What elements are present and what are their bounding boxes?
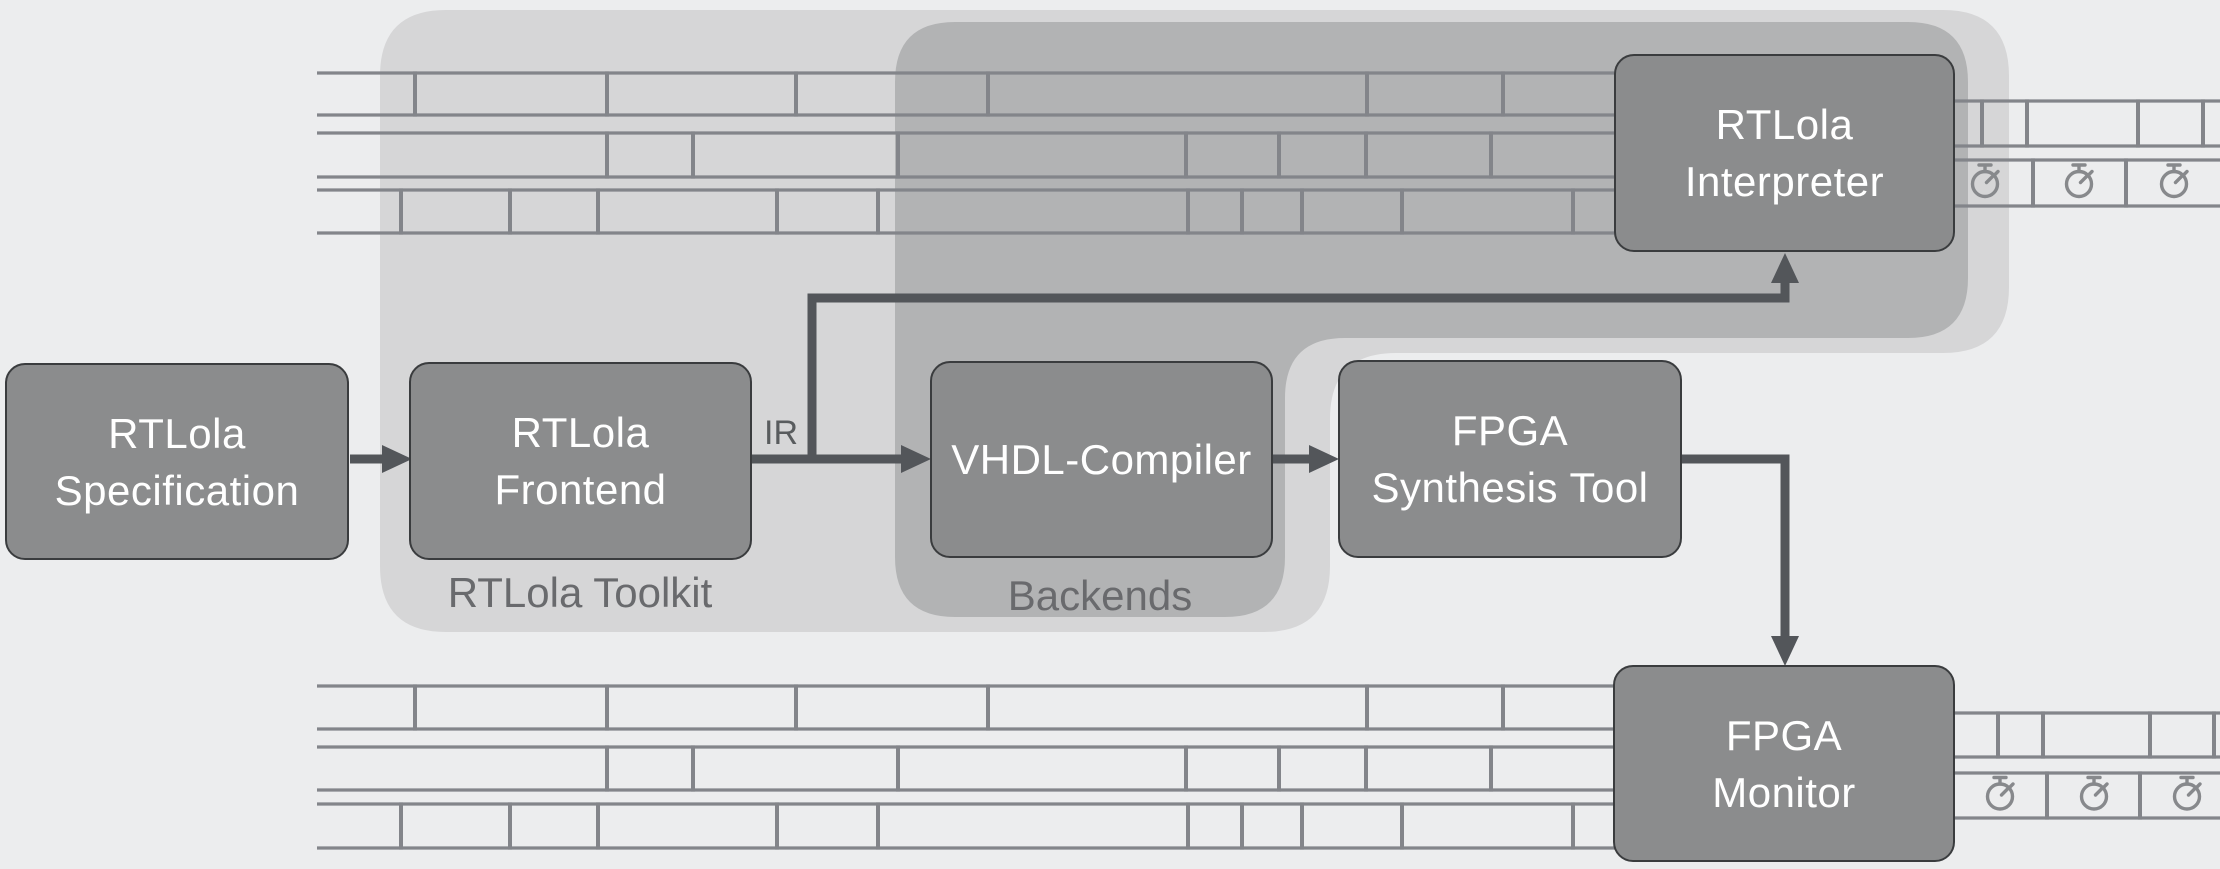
output-traces-top <box>1955 99 2220 208</box>
stopwatch-icon <box>2064 163 2094 199</box>
trace-row <box>317 71 1616 117</box>
node-label-line: VHDL-Compiler <box>951 436 1252 483</box>
edge-ir-to-interpreter <box>807 253 1799 463</box>
edge-vhdl-to-synthesis <box>1273 445 1339 473</box>
stopwatch-icon <box>2172 775 2202 811</box>
trace-row <box>317 802 1616 850</box>
node-rtlola-frontend: RTLola Frontend <box>409 362 752 560</box>
trace-row <box>1955 771 2220 820</box>
node-label-line: RTLola <box>1715 101 1854 148</box>
arrowhead <box>382 445 412 473</box>
trace-row <box>1955 99 2220 148</box>
node-label-line: Frontend <box>494 466 667 513</box>
rtlola-toolkit-label: RTLola Toolkit <box>447 569 713 616</box>
arrowhead <box>1771 636 1799 666</box>
ir-edge-label: IR <box>764 414 798 452</box>
node-label-line: Synthesis Tool <box>1371 464 1649 511</box>
node-rtlola-specification: RTLola Specification <box>5 363 349 560</box>
node-label-line: RTLola <box>511 409 650 456</box>
trace-row <box>317 131 1616 179</box>
input-traces-top <box>317 71 1616 235</box>
node-label-line: Interpreter <box>1684 158 1885 205</box>
output-traces-bottom <box>1955 711 2220 820</box>
stopwatch-icon <box>2079 775 2109 811</box>
trace-row <box>1955 711 2220 759</box>
arrowhead <box>901 445 931 473</box>
trace-row <box>1955 158 2220 208</box>
node-label-line: FPGA <box>1451 407 1569 454</box>
input-traces-bottom <box>317 684 1616 850</box>
node-vhdl-compiler: VHDL-Compiler <box>930 361 1273 558</box>
stopwatch-icon <box>2159 163 2189 199</box>
node-label-line: RTLola <box>108 409 246 457</box>
node-fpga-monitor: FPGA Monitor <box>1613 665 1955 862</box>
arrowhead <box>1309 445 1339 473</box>
stopwatch-icon <box>1970 163 2000 199</box>
backends-label: Backends <box>1007 572 1193 619</box>
edge-synthesis-to-monitor <box>1682 454 1799 666</box>
node-label-line: Monitor <box>1712 768 1856 816</box>
node-fpga-synthesis-tool: FPGA Synthesis Tool <box>1338 360 1682 558</box>
stopwatch-icon <box>1985 775 2015 811</box>
edge-frontend-to-vhdl <box>752 445 931 473</box>
trace-row <box>317 188 1616 235</box>
trace-row <box>317 745 1616 792</box>
edge-layer <box>350 253 1799 666</box>
edge-spec-to-frontend <box>350 445 412 473</box>
node-rtlola-interpreter: RTLola Interpreter <box>1614 54 1955 252</box>
trace-row <box>317 684 1616 731</box>
node-label-line: Specification <box>54 466 300 514</box>
trace-layer <box>317 71 2220 850</box>
node-label-line: FPGA <box>1725 711 1843 759</box>
arrowhead <box>1771 253 1799 283</box>
